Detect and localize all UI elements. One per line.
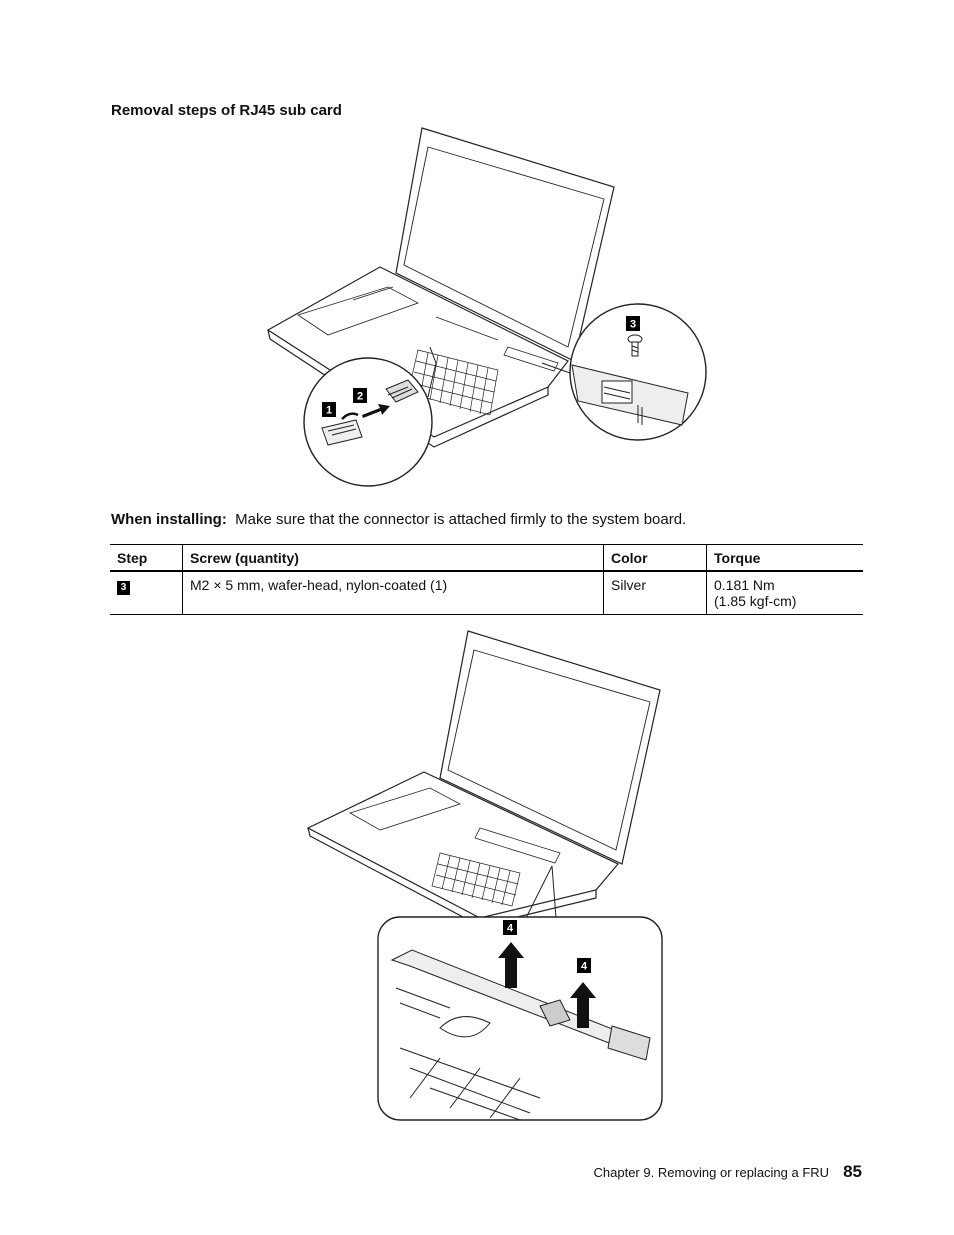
svg-text:3: 3	[630, 319, 636, 331]
cell-screw: M2 × 5 mm, wafer-head, nylon-coated (1)	[182, 571, 604, 615]
callout-1: 1	[322, 402, 336, 417]
header-color: Color	[603, 544, 707, 572]
laptop-drawing-2	[306, 630, 661, 927]
note-label: When installing:	[111, 511, 227, 528]
push-arrow-icon	[362, 404, 390, 418]
callout-4a: 4	[503, 920, 517, 935]
callout-2: 2	[353, 388, 367, 403]
installation-note: When installing: Make sure that the conn…	[111, 511, 686, 528]
cell-torque: 0.181 Nm(1.85 kgf-cm)	[706, 571, 863, 615]
svg-text:4: 4	[581, 961, 588, 973]
callout-4b: 4	[577, 958, 591, 973]
cable-detail	[390, 949, 651, 1121]
page-footer: Chapter 9. Removing or replacing a FRU 85	[594, 1162, 862, 1182]
detail-panel	[377, 916, 663, 1121]
lift-arrow-icon	[570, 982, 596, 1028]
cell-color: Silver	[603, 571, 707, 615]
page-number: 85	[843, 1162, 862, 1181]
torque-kgf: (1.85 kgf-cm)	[714, 593, 797, 609]
removal-illustration: 1 2 3	[266, 127, 707, 487]
step-badge: 3	[117, 581, 130, 595]
table-header-row: Step Screw (quantity) Color Torque	[110, 544, 863, 572]
lift-arrow-icon	[341, 412, 359, 420]
detail-circle-left	[303, 357, 433, 487]
svg-text:1: 1	[326, 405, 332, 417]
lift-arrow-icon	[498, 942, 524, 988]
svg-text:2: 2	[357, 391, 363, 403]
header-screw: Screw (quantity)	[182, 544, 604, 572]
section-heading: Removal steps of RJ45 sub card	[111, 102, 342, 119]
note-text: Make sure that the connector is attached…	[235, 511, 687, 528]
torque-nm: 0.181 Nm	[714, 577, 775, 593]
connector-detail	[321, 379, 419, 446]
cell-step: 3	[110, 571, 183, 615]
laptop-drawing	[266, 127, 615, 448]
svg-text:4: 4	[507, 923, 514, 935]
screw-icon	[627, 334, 643, 357]
table-row: 3 M2 × 5 mm, wafer-head, nylon-coated (1…	[110, 571, 863, 615]
cable-illustration: 4 4	[306, 630, 663, 1121]
callout-3: 3	[626, 316, 640, 331]
chapter-title: Chapter 9. Removing or replacing a FRU	[593, 1165, 830, 1180]
screw-table: Step Screw (quantity) Color Torque 3 M2 …	[110, 544, 863, 615]
header-torque: Torque	[706, 544, 863, 572]
rj45-card-detail	[571, 364, 689, 426]
header-step: Step	[110, 544, 183, 572]
